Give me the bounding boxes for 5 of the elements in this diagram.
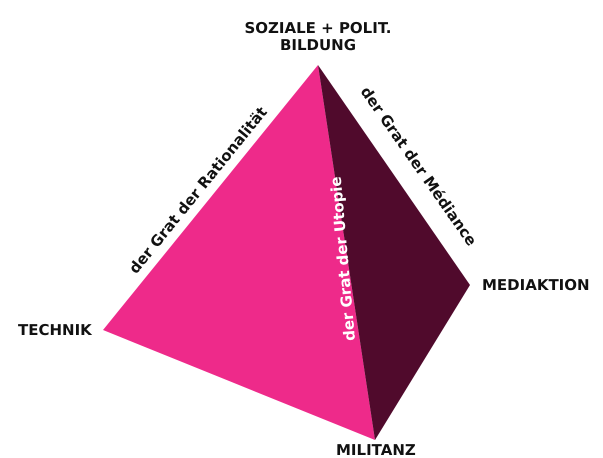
vertex-label: SOZIALE + POLIT. BILDUNG	[244, 20, 392, 54]
vertex-label: MEDIAKTION	[482, 276, 590, 294]
vertex-label: TECHNIK	[18, 322, 92, 339]
ridge-caption: der Grat der Utopie	[327, 175, 359, 342]
vertex-label: MILITANZ	[336, 442, 416, 458]
